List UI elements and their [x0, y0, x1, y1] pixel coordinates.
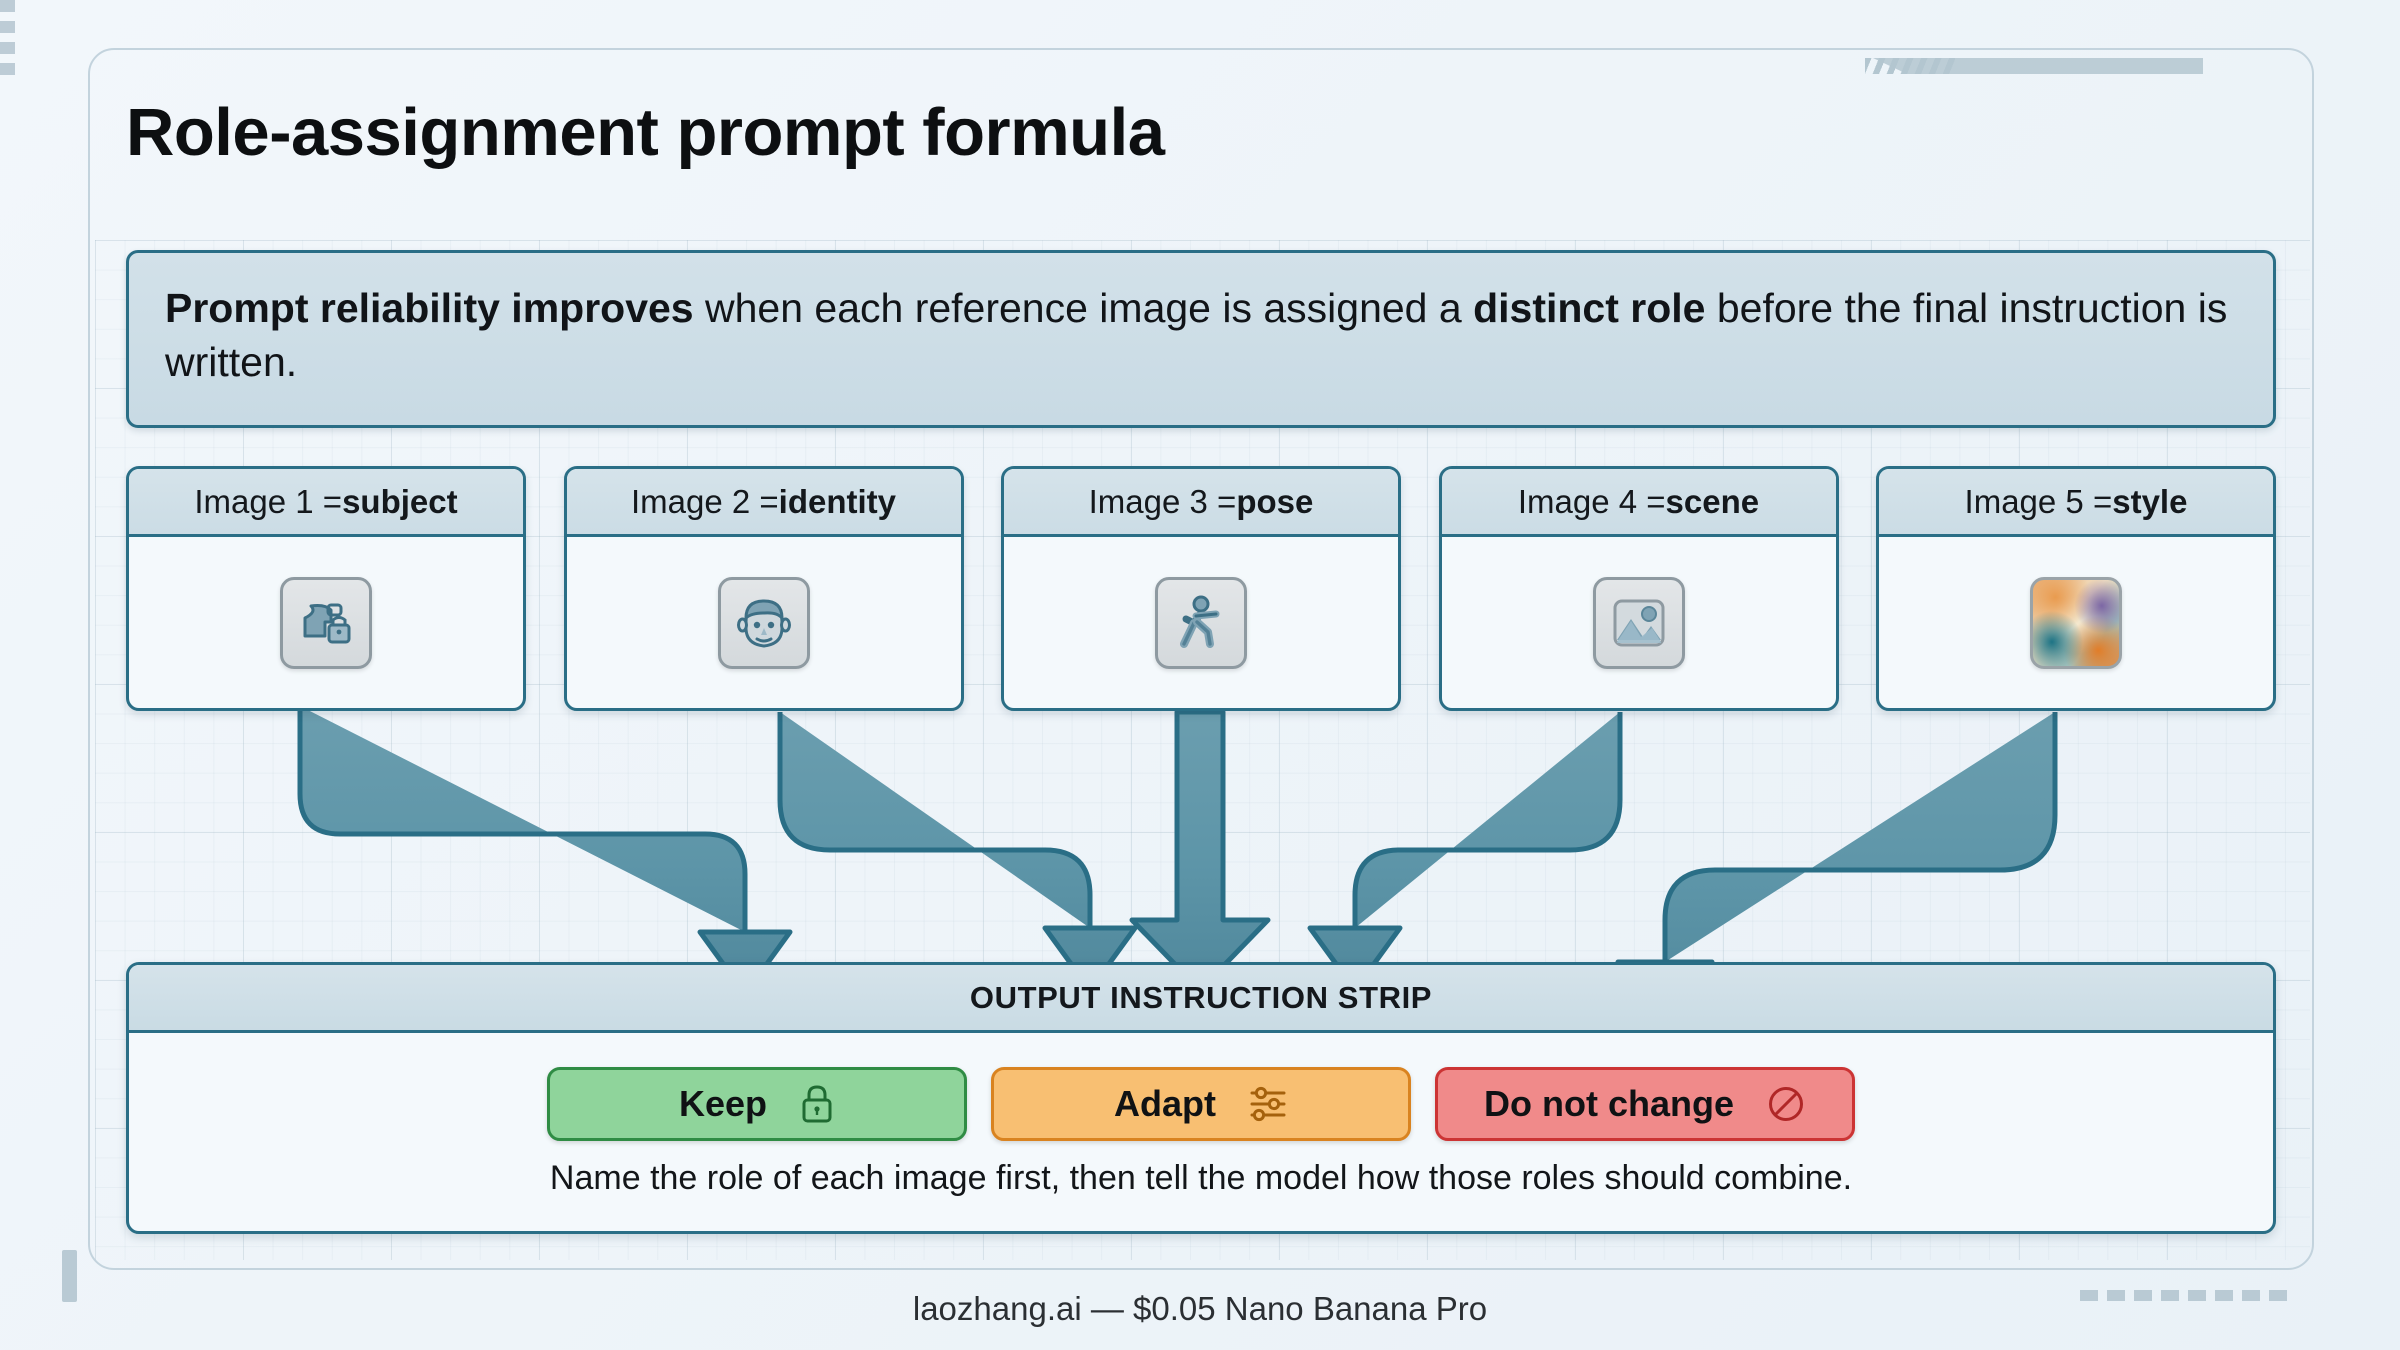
role-card-image-3[interactable]: Image 3 = pose — [1001, 466, 1401, 711]
role-card-3-header: Image 3 = pose — [1004, 469, 1398, 537]
role-card-1-header: Image 1 = subject — [129, 469, 523, 537]
connector-card-1 — [297, 706, 793, 997]
role-card-image-5[interactable]: Image 5 = style — [1876, 466, 2276, 711]
connector-card-3 — [1129, 709, 1271, 993]
output-instruction-strip: OUTPUT INSTRUCTION STRIP Keep Adapt — [126, 962, 2276, 1234]
role-card-5-body — [1879, 537, 2273, 708]
walking-person-icon — [1155, 576, 1247, 669]
image-role-cards-row: Image 1 = subject Image 2 = identity — [126, 466, 2276, 711]
role-card-4-body — [1442, 537, 1836, 708]
role-card-3-prefix: Image 3 = — [1088, 482, 1237, 520]
role-card-2-header: Image 2 = identity — [566, 469, 961, 537]
instruction-pill-row: Keep Adapt — [547, 1066, 1855, 1141]
adapt-pill-button[interactable]: Adapt — [991, 1066, 1411, 1141]
role-card-3-role: pose — [1236, 482, 1314, 520]
role-card-1-role: subject — [342, 482, 458, 520]
role-card-5-role: style — [2112, 482, 2188, 520]
bag-lock-icon — [280, 576, 372, 669]
role-card-1-body — [129, 537, 523, 708]
output-strip-body: Keep Adapt — [129, 1033, 2273, 1231]
landscape-picture-icon — [1592, 576, 1685, 669]
do-not-change-pill-label: Do not change — [1484, 1082, 1734, 1124]
output-strip-header: OUTPUT INSTRUCTION STRIP — [129, 965, 2273, 1033]
style-swatch-icon — [2030, 576, 2122, 669]
page-title: Role-assignment prompt formula — [126, 95, 1165, 170]
connector-card-2 — [777, 712, 1138, 993]
footer-watermark: laozhang.ai — $0.05 Nano Banana Pro — [912, 1290, 1488, 1327]
keep-pill-button[interactable]: Keep — [547, 1066, 967, 1141]
lead-banner-tail: before the final instruction is written. — [165, 285, 2228, 386]
do-not-change-pill-button[interactable]: Do not change — [1435, 1066, 1855, 1141]
role-card-4-role: scene — [1665, 482, 1760, 520]
lead-banner: Prompt reliability improves when each re… — [126, 250, 2276, 428]
lead-banner-bold-lead: Prompt reliability improves — [165, 285, 694, 331]
role-card-5-header: Image 5 = style — [1879, 469, 2273, 537]
keep-pill-label: Keep — [678, 1082, 768, 1124]
sliders-icon — [1248, 1084, 1288, 1124]
face-icon — [717, 576, 810, 669]
connector-card-4 — [1307, 712, 1623, 993]
adapt-pill-label: Adapt — [1114, 1082, 1216, 1124]
lock-icon — [799, 1084, 835, 1124]
role-card-4-header: Image 4 = scene — [1441, 469, 1836, 537]
output-strip-caption: Name the role of each image first, then … — [549, 1158, 1853, 1197]
role-card-3-body — [1004, 537, 1398, 708]
role-card-5-prefix: Image 5 = — [1964, 482, 2113, 520]
frame-accent-left-hatch — [0, 0, 15, 78]
role-card-image-2[interactable]: Image 2 = identity — [563, 466, 964, 711]
frame-accent-hatch-top-right — [1865, 58, 1955, 74]
role-card-2-body — [567, 537, 961, 708]
role-card-1-prefix: Image 1 = — [194, 482, 343, 520]
lead-banner-rest: when each reference image is assigned a — [693, 285, 1474, 331]
frame-accent-top-right — [1873, 58, 2203, 74]
prohibition-icon — [1766, 1084, 1806, 1124]
lead-banner-bold-mid: distinct role — [1473, 285, 1706, 331]
role-card-4-prefix: Image 4 = — [1517, 482, 1666, 520]
role-card-2-prefix: Image 2 = — [630, 482, 779, 520]
role-card-image-1[interactable]: Image 1 = subject — [126, 466, 526, 711]
lead-banner-text: Prompt reliability improves when each re… — [165, 281, 2237, 389]
role-card-2-role: identity — [778, 482, 897, 520]
role-card-image-4[interactable]: Image 4 = scene — [1438, 466, 1839, 711]
